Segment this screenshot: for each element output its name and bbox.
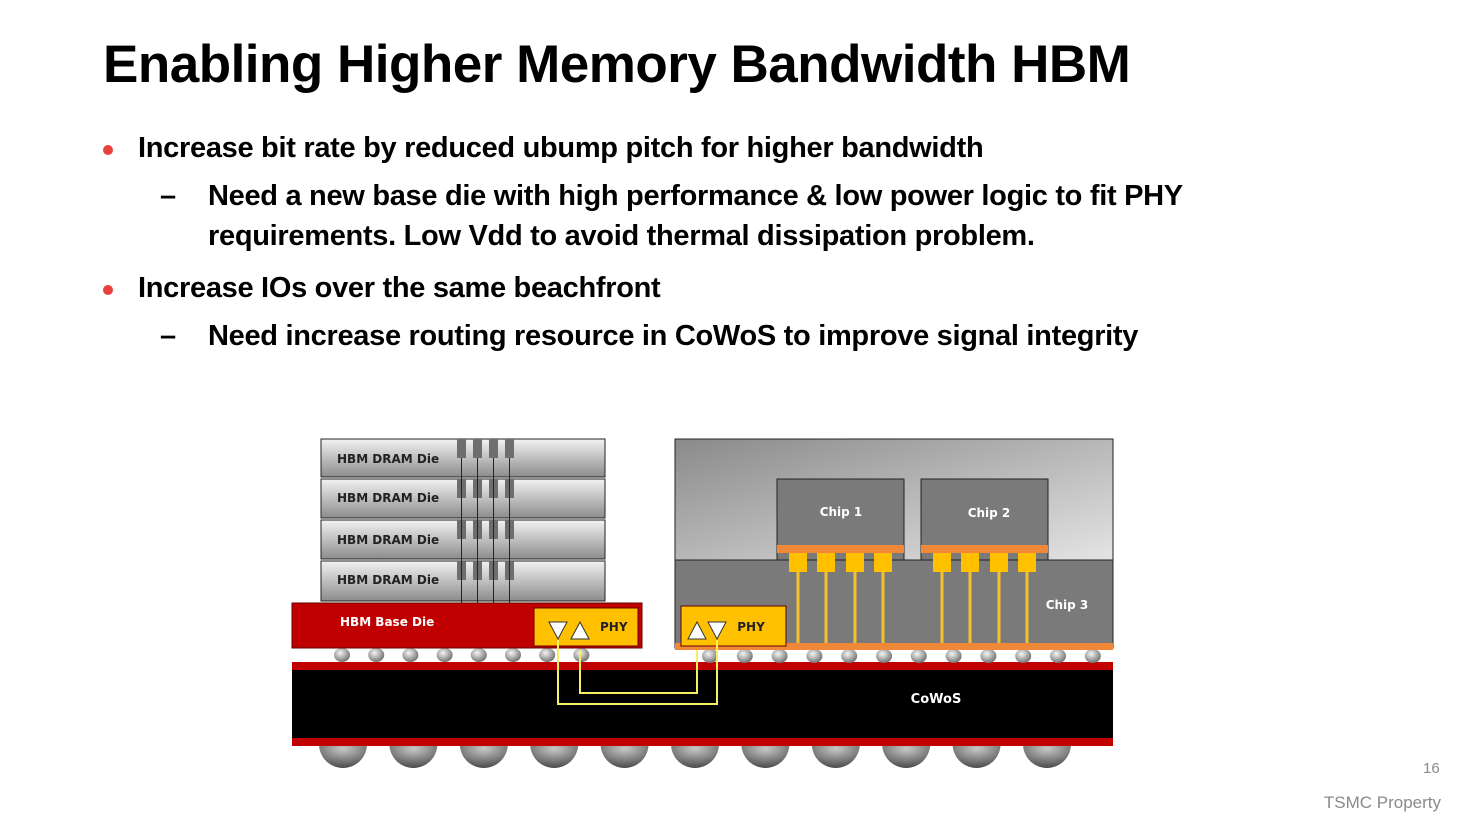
bullet-dot — [103, 145, 113, 155]
micro-bump — [402, 648, 419, 662]
tsv — [489, 439, 498, 458]
bullet-2: Increase IOs over the same beachfront — [138, 272, 661, 304]
sub-bullet-1-line-2: requirements. Low Vdd to avoid thermal d… — [208, 220, 1035, 252]
micro-bump — [539, 648, 556, 662]
chip-interconnects — [789, 553, 1036, 644]
bond-pad — [933, 553, 951, 572]
c4-bump — [671, 744, 719, 768]
bond-pad — [846, 553, 864, 572]
base-die-label: HBM Base Die — [340, 615, 434, 629]
dram-die: HBM DRAM Die — [320, 478, 606, 519]
bond-pad — [990, 553, 1008, 572]
micro-bump — [334, 648, 350, 662]
micro-bump — [702, 649, 718, 663]
micro-bump — [806, 649, 823, 663]
sub-bullet-2-line-1: Need increase routing resource in CoWoS … — [208, 320, 1139, 352]
c4-bump — [530, 744, 579, 768]
c4-bump — [459, 744, 508, 768]
micro-bump — [841, 649, 858, 663]
micro-bump — [736, 649, 753, 663]
hbm-dram-stack: HBM DRAM Die HBM DRAM Die HBM DRAM Die H… — [320, 438, 606, 603]
chip2-label: Chip 2 — [968, 506, 1011, 520]
c4-bump — [389, 744, 438, 768]
micro-bump — [980, 649, 997, 663]
chip1-label: Chip 1 — [820, 505, 863, 519]
micro-bump — [945, 649, 962, 663]
footer-property: TSMC Property — [1323, 793, 1441, 812]
bond-pad — [789, 553, 807, 572]
tsv — [505, 439, 514, 458]
bullet-1: Increase bit rate by reduced ubump pitch… — [138, 132, 984, 164]
c4-bump — [319, 744, 367, 768]
slide-title: Enabling Higher Memory Bandwidth HBM — [103, 35, 1131, 94]
tx-triangle-icon — [707, 621, 727, 641]
c4-bump — [741, 744, 790, 768]
c4-bump — [811, 744, 860, 768]
bond-pad — [961, 553, 979, 572]
micro-bump — [1050, 649, 1066, 663]
micro-bump — [771, 649, 788, 663]
bond-pad — [1018, 553, 1036, 572]
dram-die-label: HBM DRAM Die — [337, 533, 439, 547]
rx-triangle-icon — [570, 620, 590, 640]
micro-bump — [368, 648, 385, 662]
c4-bumps — [319, 744, 1071, 768]
phy-left-label: PHY — [600, 620, 628, 634]
micro-bump — [505, 648, 521, 662]
micro-bump — [876, 649, 892, 663]
hbm-base-die: HBM Base Die PHY — [291, 602, 643, 649]
c4-bump — [952, 744, 1001, 768]
tsv — [457, 439, 466, 458]
dram-die-label: HBM DRAM Die — [337, 573, 439, 587]
micro-bump — [436, 648, 453, 662]
bond-pad — [874, 553, 892, 572]
cowos-label: CoWoS — [911, 692, 962, 707]
micro-bump — [470, 648, 487, 662]
tx-triangle-icon — [548, 621, 568, 641]
dram-die-label: HBM DRAM Die — [337, 491, 439, 505]
c4-bump — [1023, 744, 1071, 768]
phy-right-label: PHY — [737, 620, 765, 634]
bullet-dot — [103, 285, 113, 295]
rx-triangle-icon — [687, 620, 707, 640]
micro-bump — [573, 648, 590, 662]
micro-bump — [910, 649, 927, 663]
sub-bullet-dash: – — [160, 320, 177, 352]
phy-signal-routes — [557, 640, 718, 705]
micro-bumps — [334, 648, 1101, 663]
dram-die-label: HBM DRAM Die — [337, 452, 439, 466]
page-number: 16 — [1423, 760, 1440, 777]
sub-bullet-1-line-1: Need a new base die with high performanc… — [208, 180, 1183, 212]
chip3-label: Chip 3 — [1046, 598, 1089, 612]
tsv — [473, 439, 482, 458]
tsv-columns — [457, 439, 514, 603]
c4-bump — [882, 744, 931, 768]
c4-bump — [600, 744, 649, 768]
bond-pad — [817, 553, 835, 572]
micro-bump — [1015, 649, 1032, 663]
soc-package: Chip 3 Chip 1 Chip 2 PHY — [674, 438, 1114, 650]
sub-bullet-dash: – — [160, 180, 177, 212]
micro-bump — [1084, 649, 1101, 663]
